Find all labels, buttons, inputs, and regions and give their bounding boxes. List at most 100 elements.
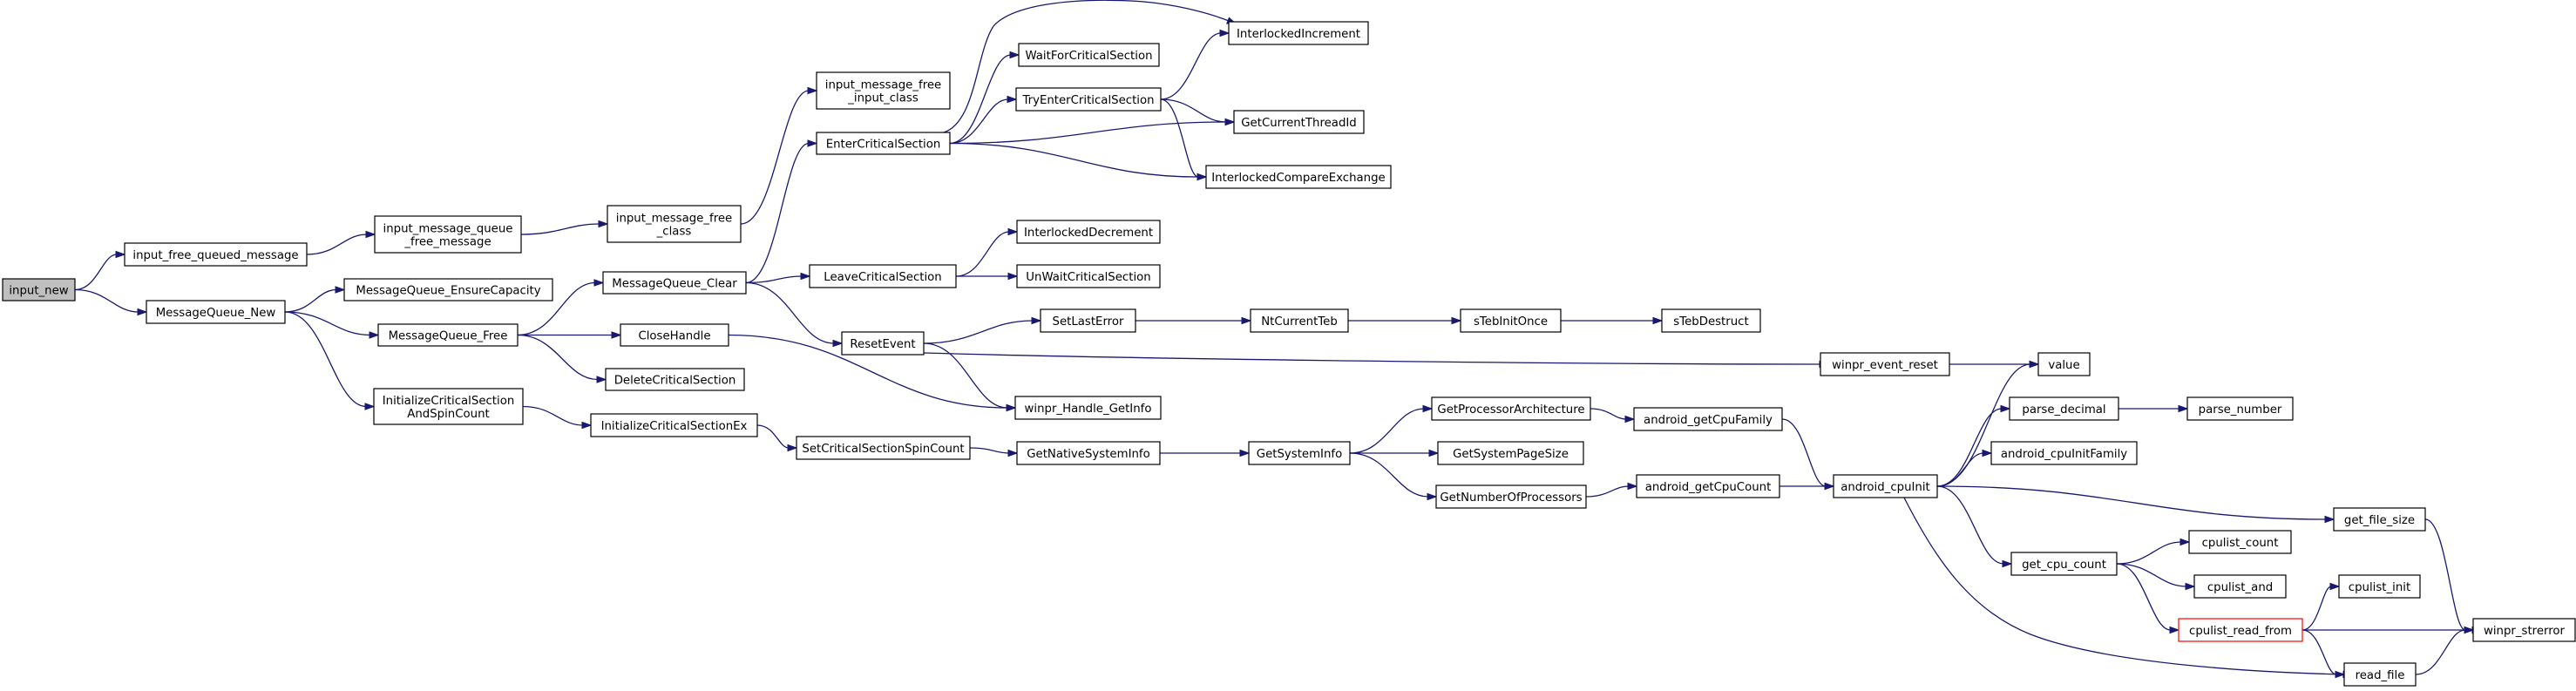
node-label: InterlockedIncrement [1237,28,1360,41]
node-s-teb-init-once[interactable]: sTebInitOnce [1460,308,1562,333]
node-label: GetCurrentThreadId [1241,117,1357,130]
node-label: LeaveCriticalSection [824,271,941,284]
edge-reset-event-to-winpr-event-reset [923,352,1830,369]
node-box [1228,21,1369,45]
node-winpr-strerror[interactable]: winpr_strerror [2472,618,2576,642]
node-read-file[interactable]: read_file [2343,662,2417,687]
node-label: ResetEvent [850,338,915,351]
node-get-processor-architecture[interactable]: GetProcessorArchitecture [1431,396,1591,421]
node-value[interactable]: value [2037,352,2091,376]
edge-cpulist-read-from-to-cpulist-init [2301,582,2341,631]
node-delete-critical-section[interactable]: DeleteCriticalSection [605,368,745,391]
arrowhead [1239,449,1251,457]
node-box [1233,110,1365,134]
node-box [2178,618,2303,642]
node-input-message-queue-free-message[interactable]: input_message_queue_free_message [374,215,522,254]
edge-get-cpu-count-to-cpulist-read-from [2116,563,2180,634]
node-get-file-size[interactable]: get_file_size [2333,507,2426,532]
node-enter-critical-section[interactable]: EnterCriticalSection [816,132,951,155]
node-parse-number[interactable]: parse_number [2186,396,2294,421]
node-box [607,205,742,243]
node-box [2,278,76,301]
node-box [1205,165,1392,189]
arrowhead [1007,95,1018,104]
node-try-enter-critical-section[interactable]: TryEnterCriticalSection [1015,87,1162,112]
edge-message-queue-clear-to-reset-event [745,281,844,348]
node-label: cpulist_count [2202,537,2279,550]
node-box [602,271,747,295]
edge-message-queue-free-to-close-handle [517,331,622,339]
node-get-system-info[interactable]: GetSystemInfo [1248,441,1351,465]
node-get-number-of-processors[interactable]: GetNumberOfProcessors [1435,484,1587,509]
node-message-queue-ensure-capacity[interactable]: MessageQueue_EnsureCapacity [343,278,553,301]
node-parse-decimal[interactable]: parse_decimal [2009,396,2119,421]
node-set-critical-section-spin-count[interactable]: SetCriticalSectionSpinCount [796,436,971,460]
node-box [1460,308,1562,333]
node-set-last-error[interactable]: SetLastError [1040,308,1136,333]
node-initialize-critical-section-ex[interactable]: InitializeCriticalSectionEx [590,413,758,437]
node-interlocked-compare-exchange[interactable]: InterlockedCompareExchange [1205,165,1392,189]
node-cpulist-read-from[interactable]: cpulist_read_from [2178,618,2303,642]
node-interlocked-decrement[interactable]: InterlockedDecrement [1016,220,1161,244]
node-wait-for-critical-section[interactable]: WaitForCriticalSection [1018,43,1160,67]
node-get-cpu-count[interactable]: get_cpu_count [2010,552,2118,576]
node-input-message-free-input-class[interactable]: input_message_free_input_class [816,71,951,110]
node-label: winpr_strerror [2484,625,2566,638]
node-android-get-cpu-count[interactable]: android_getCpuCount [1636,474,1780,498]
node-box [146,300,286,324]
node-label: value [2048,359,2079,372]
arrowhead [1427,492,1438,501]
node-reset-event[interactable]: ResetEvent [841,331,925,356]
node-nt-current-teb[interactable]: NtCurrentTeb [1250,308,1349,333]
node-message-queue-clear[interactable]: MessageQueue_Clear [602,271,747,295]
node-get-system-page-size[interactable]: GetSystemPageSize [1437,441,1584,465]
node-cpulist-count[interactable]: cpulist_count [2188,530,2292,554]
arrowhead [807,139,818,147]
edge-try-enter-critical-section-to-get-current-thread-id [1160,98,1236,126]
edge-enter-critical-section-to-interlocked-compare-exchange [949,142,1208,181]
arrowhead [1241,316,1252,325]
node-android-cpu-init-family[interactable]: android_cpuInitFamily [1990,441,2138,465]
edge-message-queue-free-to-delete-critical-section [517,334,607,383]
node-android-get-cpu-family[interactable]: android_getCpuFamily [1633,407,1783,431]
node-s-teb-destruct[interactable]: sTebDestruct [1661,308,1761,333]
node-get-native-system-info[interactable]: GetNativeSystemInfo [1016,441,1161,465]
edge-winpr-event-reset-to-value [1949,360,2040,369]
node-box [1014,396,1162,420]
node-android-cpu-init[interactable]: android_cpuInit [1833,474,1938,498]
arrowhead [1652,316,1664,325]
node-label: input_free_queued_message [132,249,298,262]
node-input-new[interactable]: input_new [2,278,76,301]
edge-set-critical-section-spin-count-to-get-native-system-info [969,447,1019,457]
node-label: parse_decimal [2022,403,2105,417]
node-input-message-free-class[interactable]: input_message_free_class [607,205,742,243]
node-interlocked-increment[interactable]: InterlockedIncrement [1228,21,1369,45]
node-get-current-thread-id[interactable]: GetCurrentThreadId [1233,110,1365,134]
arrowhead [807,86,818,95]
node-box [1633,407,1783,431]
arrowhead [1451,316,1462,325]
node-box [2186,396,2294,421]
node-label: input_message_free [616,213,732,226]
edge-message-queue-new-to-message-queue-ensure-capacity [284,286,346,313]
node-close-handle[interactable]: CloseHandle [620,323,729,347]
node-leave-critical-section[interactable]: LeaveCriticalSection [809,264,957,288]
node-winpr-event-reset[interactable]: winpr_event_reset [1820,352,1950,376]
node-message-queue-new[interactable]: MessageQueue_New [146,300,286,324]
node-un-wait-critical-section[interactable]: UnWaitCriticalSection [1016,264,1161,288]
edge-message-queue-new-to-initialize-critical-section-and-spin-count [284,311,376,410]
node-box [1016,220,1161,244]
node-winpr-handle-get-info[interactable]: winpr_Handle_GetInfo [1014,396,1162,420]
node-label: winpr_Handle_GetInfo [1025,403,1152,416]
node-label: read_file [2356,669,2405,682]
node-input-free-queued-message[interactable]: input_free_queued_message [124,242,308,267]
node-label: parse_number [2199,403,2282,417]
node-message-queue-free[interactable]: MessageQueue_Free [377,323,519,347]
node-label: CloseHandle [638,330,710,343]
node-cpulist-and[interactable]: cpulist_and [2193,574,2287,599]
nodes-layer: input_new input_free_queued_messageMessag… [2,21,2576,687]
node-cpulist-init[interactable]: cpulist_init [2338,574,2421,599]
node-box [620,323,729,347]
